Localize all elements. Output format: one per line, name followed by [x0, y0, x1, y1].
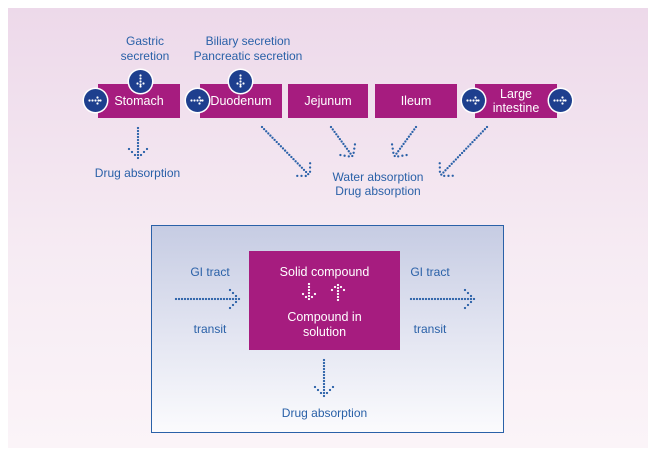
large-intestine-outflow-right-arrow-icon: [549, 89, 572, 112]
biliary-pancreatic-secretion-label: Biliary secretion Pancreatic secretion: [178, 34, 318, 64]
compound-state-box: [249, 251, 400, 350]
dotted-down-arrow-icon: [260, 125, 312, 178]
compound-in-solution-label: Compound in solution: [249, 310, 400, 340]
intestine-drug-absorption-label: Drug absorption: [335, 184, 421, 198]
segment-large-intestine-label: Large intestine: [493, 87, 540, 115]
water-absorption-label: Water absorption: [332, 170, 424, 184]
dotted-down-arrow-icon: [313, 358, 335, 398]
transit-right-label: transit: [413, 322, 447, 336]
dotted-down-arrow-icon: [301, 282, 317, 301]
gastric-secretion-down-arrow-icon: [129, 70, 152, 93]
segment-large-intestine: Large intestine: [475, 84, 557, 118]
segment-jejunum-label: Jejunum: [304, 94, 352, 108]
pancreatic-secretion-line: Pancreatic secretion: [193, 49, 303, 63]
large-intestine-inflow-right-arrow-icon: [462, 89, 485, 112]
stomach-inflow-right-arrow-icon: [84, 89, 107, 112]
dotted-right-arrow-icon: [409, 288, 476, 310]
bottom-drug-absorption-label: Drug absorption: [281, 406, 368, 420]
gastric-secretion-line-1: Gastric: [125, 34, 164, 48]
solid-compound-label: Solid compound: [279, 265, 370, 279]
dotted-right-arrow-icon: [174, 288, 241, 310]
duodenum-inflow-right-arrow-icon: [186, 89, 209, 112]
dotted-down-arrow-icon: [390, 125, 418, 158]
gastric-secretion-label: Gastric secretion: [100, 34, 190, 64]
gi-tract-right-label: GI tract: [410, 265, 450, 279]
segment-ileum: Ileum: [375, 84, 457, 118]
compound-in-solution-line-1: Compound in: [287, 310, 362, 324]
biliary-secretion-down-arrow-icon: [229, 70, 252, 93]
compound-in-solution-line-2: solution: [302, 325, 347, 339]
stomach-drug-absorption-label: Drug absorption: [94, 166, 181, 180]
dotted-up-arrow-icon: [330, 283, 346, 302]
biliary-secretion-line: Biliary secretion: [205, 34, 291, 48]
large-intestine-line-2: intestine: [492, 101, 540, 115]
segment-stomach-label: Stomach: [114, 94, 164, 108]
segment-stomach: Stomach: [98, 84, 180, 118]
large-intestine-line-1: Large: [500, 87, 532, 101]
segment-duodenum-label: Duodenum: [210, 94, 272, 108]
segment-ileum-label: Ileum: [400, 94, 432, 108]
gastric-secretion-line-2: secretion: [120, 49, 170, 63]
transit-left-label: transit: [193, 322, 227, 336]
dotted-down-arrow-icon: [438, 125, 489, 178]
dotted-down-arrow-icon: [127, 126, 149, 160]
dotted-down-arrow-icon: [329, 125, 357, 158]
segment-jejunum: Jejunum: [288, 84, 368, 118]
gi-tract-left-label: GI tract: [190, 265, 230, 279]
